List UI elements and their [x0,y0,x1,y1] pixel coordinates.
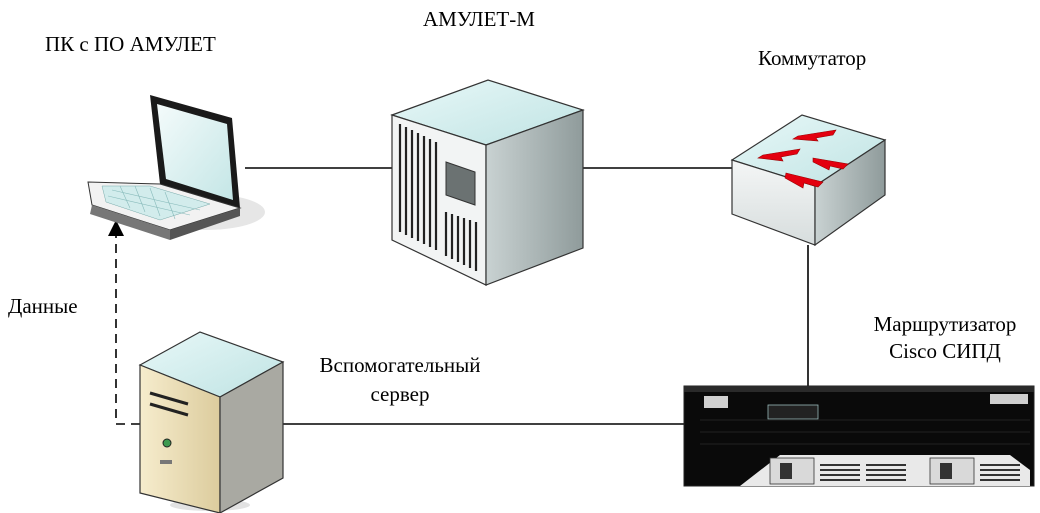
pc-label: ПК с ПО АМУЛЕТ [45,32,216,56]
network-switch-icon [730,114,887,247]
data-flow-label: Данные [8,294,78,318]
aux-server-label-line2: сервер [370,382,430,406]
beige-server-icon [138,331,285,513]
tower-server-icon [390,79,585,286]
switch-label: Коммутатор [758,46,867,70]
connection-lines [108,167,809,425]
amulet-label: АМУЛЕТ-М [423,7,535,31]
data-flow-arrow [108,220,140,425]
laptop-icon [87,95,265,240]
aux-server-label-line1: Вспомогательный [319,353,481,377]
router-chassis-icon [683,385,1035,487]
router-label-line1: Маршрутизатор [873,312,1017,336]
router-label-line2: Cisco СИПД [889,339,1001,363]
